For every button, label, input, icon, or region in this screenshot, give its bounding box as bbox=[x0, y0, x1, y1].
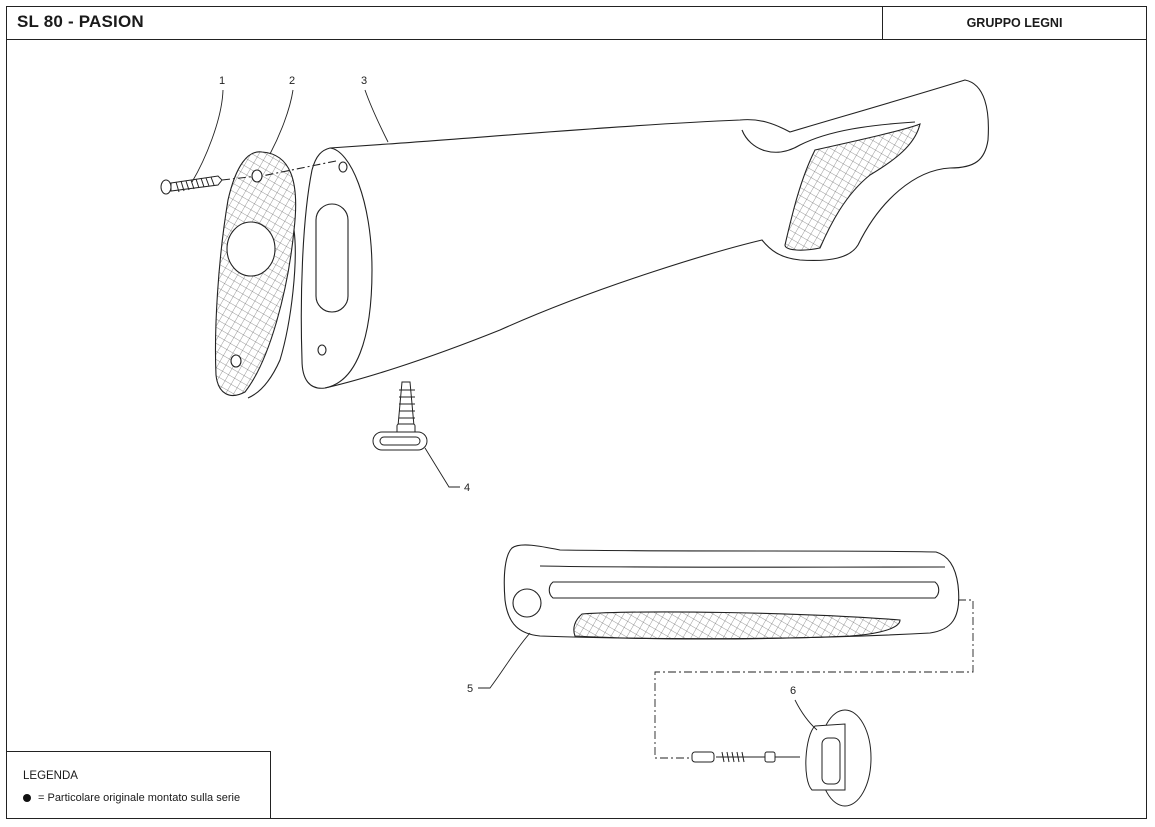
page-title: SL 80 - PASION bbox=[17, 12, 144, 31]
assembly-line bbox=[654, 599, 974, 759]
callout-4: 4 bbox=[464, 482, 470, 494]
callout-5: 5 bbox=[467, 683, 473, 695]
stock-icon bbox=[261, 79, 989, 389]
forend-latch-icon bbox=[691, 709, 872, 807]
legend-box: LEGENDA = Particolare originale montato … bbox=[7, 751, 271, 818]
callout-2: 2 bbox=[289, 75, 295, 87]
group-title: GRUPPO LEGNI bbox=[966, 16, 1063, 30]
header-group-cell: GRUPPO LEGNI bbox=[883, 7, 1146, 40]
callout-6: 6 bbox=[790, 685, 796, 697]
forend-icon bbox=[503, 544, 960, 640]
legend-dot-icon bbox=[23, 794, 31, 802]
sling-swivel-icon bbox=[372, 381, 428, 451]
drawing-sheet: SL 80 - PASION GRUPPO LEGNI LEGENDA = Pa… bbox=[6, 6, 1147, 819]
legend-title: LEGENDA bbox=[23, 770, 78, 782]
callouts bbox=[191, 89, 818, 731]
header-title-cell: SL 80 - PASION bbox=[7, 7, 883, 40]
butt-pad-icon bbox=[214, 151, 297, 399]
legend-text: = Particolare originale montato sulla se… bbox=[38, 792, 241, 804]
callout-3: 3 bbox=[361, 75, 367, 87]
legend-row: = Particolare originale montato sulla se… bbox=[23, 792, 240, 804]
callout-1: 1 bbox=[219, 75, 225, 87]
